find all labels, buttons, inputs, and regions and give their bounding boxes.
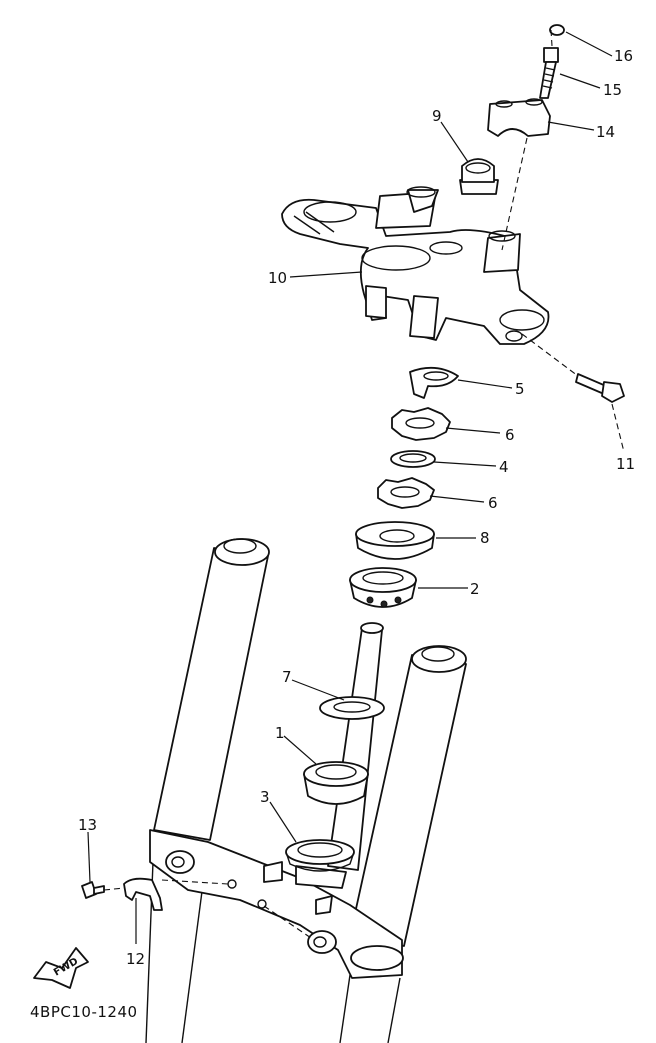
ring-nut-lower [377,477,435,509]
tab-washer [409,366,459,399]
right-fork-tube [339,645,467,1043]
handlebar-holder [487,98,551,137]
steering-stem [295,622,384,889]
callout-4: 4 [499,458,509,476]
lock-washer [390,450,436,468]
diagram-code: 4BPC10-1240 [30,1003,138,1021]
callout-14: 14 [596,123,615,141]
callout-7: 7 [282,668,292,686]
ring-nut-upper [391,407,451,441]
cap-16 [549,24,565,36]
left-fork-tube [145,538,270,1043]
bolt-13 [81,881,105,899]
callout-6b: 6 [488,494,498,512]
upper-bracket [281,186,550,345]
callout-5: 5 [515,380,525,398]
callout-10: 10 [268,269,287,287]
bearing-lower [303,761,369,805]
callout-13: 13 [78,816,97,834]
callout-numbers: 16 15 14 9 10 5 11 6 4 6 8 2 7 1 3 13 12 [78,47,635,968]
callout-12: 12 [126,950,145,968]
callout-1: 1 [275,724,285,742]
callout-16: 16 [614,47,633,65]
callout-8: 8 [480,529,490,547]
callout-3: 3 [260,788,270,806]
callout-6a: 6 [505,426,515,444]
steering-stem-nut [459,158,499,195]
cable-clamp [123,877,163,911]
leader-lines [87,31,613,944]
alignment-lines [103,29,625,941]
callout-11: 11 [616,455,635,473]
callout-2: 2 [470,580,480,598]
bolt-15 [539,47,559,99]
callout-15: 15 [603,81,622,99]
bearing-upper [349,567,417,608]
lower-bearing-race [285,839,355,872]
dust-seal [319,696,385,720]
under-bracket [149,829,404,979]
forward-arrow-icon: FWD [33,947,89,989]
pinch-bolt [575,373,625,403]
bearing-cover [355,521,435,560]
callout-9: 9 [432,107,442,125]
